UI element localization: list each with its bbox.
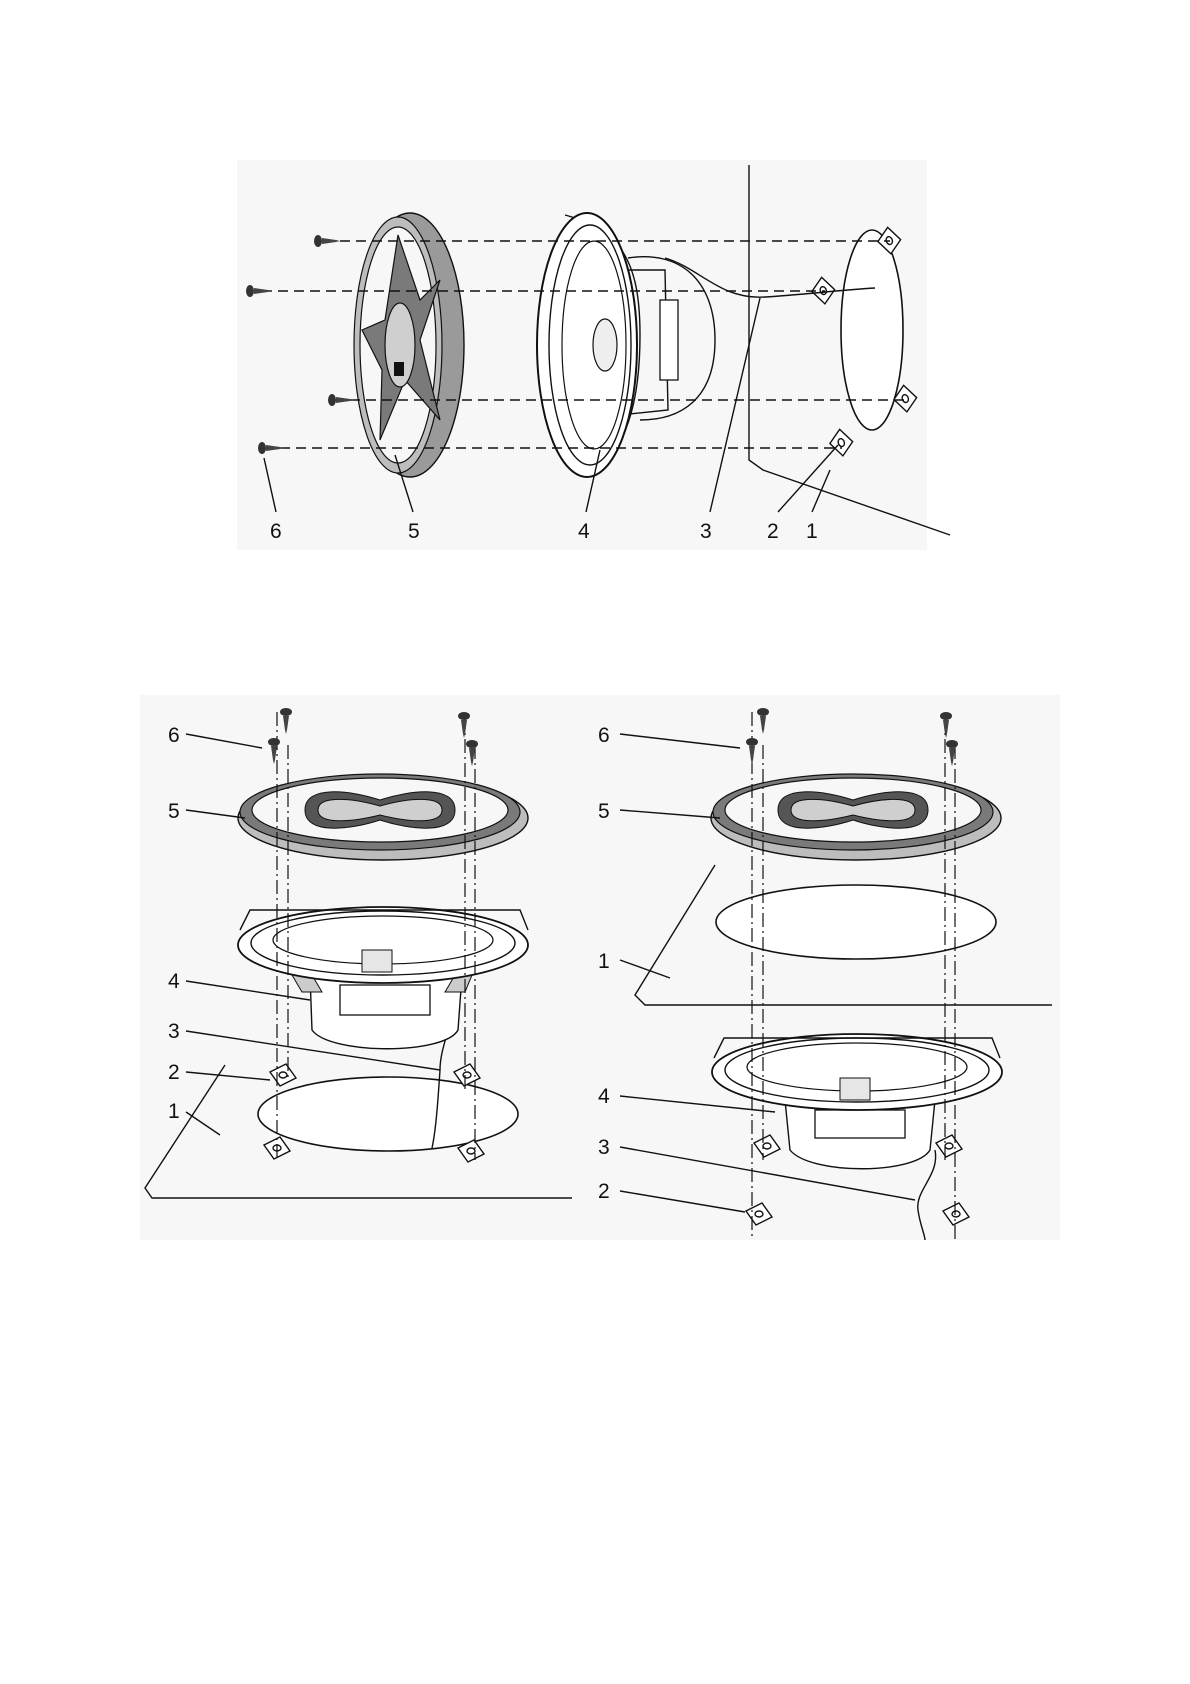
bottom-left-view: 6 5 4 3 2 1 <box>145 708 572 1198</box>
part-label-5: 5 <box>408 520 420 543</box>
speaker-grille-oval <box>238 774 528 860</box>
bracket-tab <box>746 1203 772 1225</box>
bracket-tab <box>943 1203 969 1225</box>
screw <box>757 708 769 734</box>
screw <box>946 740 958 766</box>
part-label-2: 2 <box>168 1061 180 1084</box>
part-label-4: 4 <box>168 970 180 993</box>
bracket-tab <box>936 1135 962 1157</box>
screw-4 <box>258 442 284 454</box>
part-label-3: 3 <box>168 1020 180 1043</box>
part-label-3: 3 <box>700 520 712 543</box>
screw-2 <box>246 285 272 297</box>
speaker-grille-oval <box>711 774 1001 860</box>
screw <box>940 712 952 738</box>
part-label-1: 1 <box>806 520 818 543</box>
part-label-5: 5 <box>168 800 180 823</box>
part-label-1: 1 <box>168 1100 180 1123</box>
speaker-grille-round <box>354 213 464 477</box>
top-exploded-view: 6 5 4 3 2 1 <box>246 165 950 543</box>
screw-1 <box>314 235 340 247</box>
screw <box>280 708 292 734</box>
bottom-right-view: 6 5 1 4 3 2 <box>598 708 1052 1240</box>
part-label-2: 2 <box>598 1180 610 1203</box>
part-label-6: 6 <box>168 724 180 747</box>
screw <box>458 712 470 738</box>
bracket-tab <box>270 1064 296 1086</box>
screw <box>466 740 478 766</box>
speaker-cable <box>918 1150 936 1240</box>
part-label-6: 6 <box>270 520 282 543</box>
part-label-4: 4 <box>578 520 590 543</box>
speaker-oval <box>238 907 528 1049</box>
part-label-4: 4 <box>598 1085 610 1108</box>
part-label-6: 6 <box>598 724 610 747</box>
speaker-side-view <box>537 213 715 477</box>
mounting-cutout <box>258 1077 518 1151</box>
bracket-tab <box>754 1135 780 1157</box>
screw <box>268 738 280 764</box>
mounting-cutout <box>716 885 996 959</box>
part-label-3: 3 <box>598 1136 610 1159</box>
screw-3 <box>328 394 354 406</box>
part-label-1: 1 <box>598 950 610 973</box>
part-label-2: 2 <box>767 520 779 543</box>
part-label-5: 5 <box>598 800 610 823</box>
screw <box>746 738 758 764</box>
